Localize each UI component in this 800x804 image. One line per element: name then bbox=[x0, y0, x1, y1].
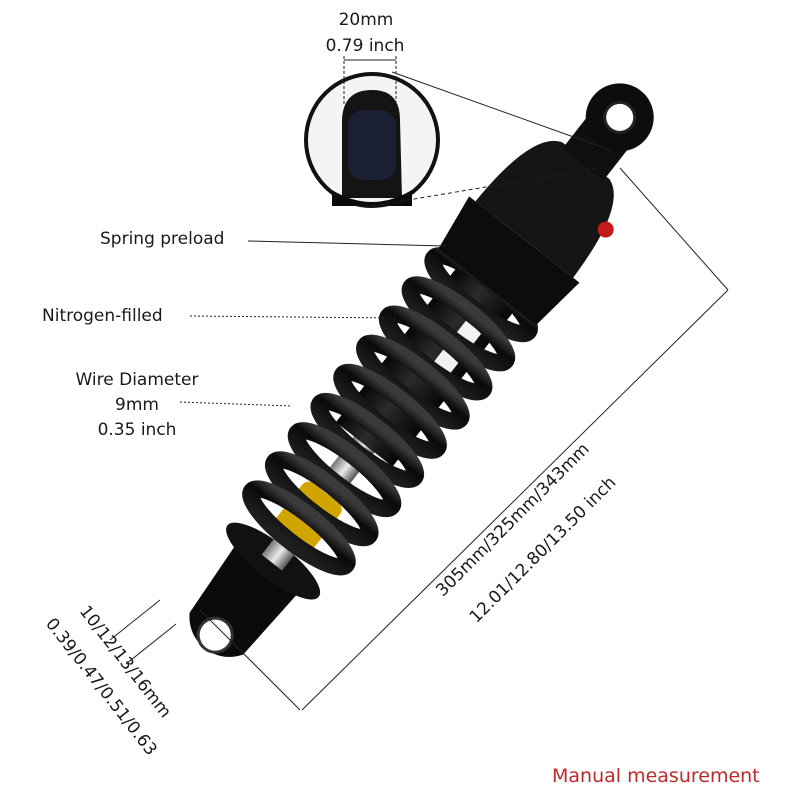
top-width-mm: 20mm bbox=[338, 10, 394, 30]
dimension-lines bbox=[109, 56, 729, 711]
spring-coils bbox=[242, 247, 538, 576]
wire-diameter-mm: 9mm bbox=[115, 395, 159, 415]
top-width-inch: 0.79 inch bbox=[325, 36, 405, 56]
spring-preload-label: Spring preload bbox=[100, 229, 225, 249]
top-neck bbox=[562, 113, 631, 181]
spring-coil bbox=[242, 480, 356, 576]
top-housing bbox=[475, 140, 614, 278]
preload-adjuster bbox=[438, 196, 580, 325]
wire-diameter-inch: 0.35 inch bbox=[97, 420, 177, 440]
shock-absorber bbox=[189, 83, 654, 657]
nitrogen-filled-label: Nitrogen-filled bbox=[42, 306, 163, 326]
red-adjuster-knob bbox=[597, 221, 614, 238]
top-eye-hole bbox=[603, 100, 637, 134]
bottom-eye-hole bbox=[196, 616, 234, 654]
manual-measurement-note: Manual measurement bbox=[552, 765, 760, 787]
wire-diameter-title: Wire Diameter bbox=[75, 370, 199, 390]
magnifier-inset bbox=[304, 72, 440, 208]
